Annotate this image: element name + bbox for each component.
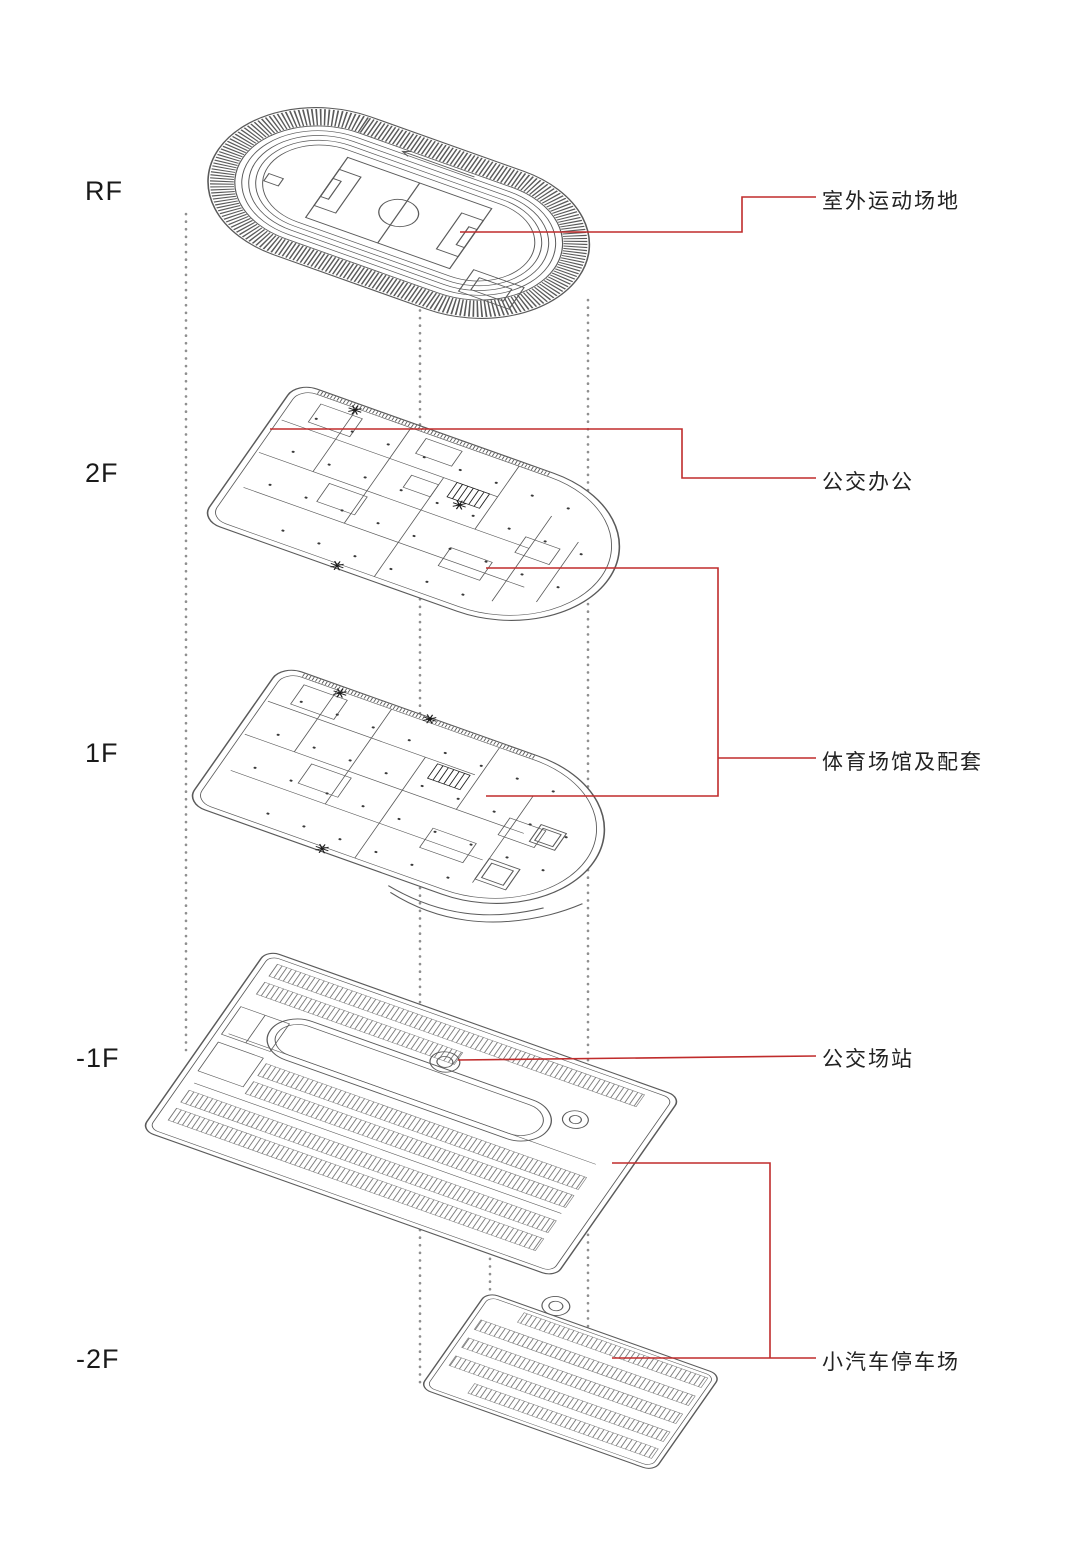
leader-sports-venue-bracket xyxy=(486,567,816,797)
floor-1f-drawing xyxy=(191,669,606,923)
1f-site-road xyxy=(387,885,583,923)
leader-2f-bus-office xyxy=(270,428,816,479)
2f-trees xyxy=(330,405,467,571)
b1f-inner-wall xyxy=(151,957,671,1270)
b2f-ramp-spiral xyxy=(541,1296,571,1316)
1f-rooms xyxy=(290,684,547,864)
track-direction-arrow xyxy=(401,150,475,178)
rooftop-structure-block xyxy=(457,269,525,310)
b1f-side-rooms xyxy=(197,1006,291,1088)
floor-label-b1f: -1F xyxy=(76,1043,120,1073)
2f-escalator-block xyxy=(446,481,491,509)
floor-b2f-drawing xyxy=(422,1294,718,1469)
b2f-stall-rows xyxy=(448,1312,709,1459)
annotation-sports-venue: 体育场馆及配套 xyxy=(822,751,983,774)
1f-inner-wall xyxy=(200,675,598,899)
annotation-bus-terminal: 公交场站 xyxy=(822,1048,914,1071)
parking-stall-rows xyxy=(167,963,645,1252)
ramp-spiral xyxy=(429,1051,461,1073)
2f-rooms xyxy=(307,403,561,581)
1f-escalator-block xyxy=(426,763,471,791)
floor-label-b2f: -2F xyxy=(76,1344,120,1374)
floor-b1f-drawing xyxy=(144,952,678,1275)
leader-b1f-bus-terminal xyxy=(457,1055,817,1061)
stadium-stands-ring xyxy=(210,109,588,317)
floor-rf-drawing xyxy=(207,107,591,319)
1f-partitions xyxy=(230,689,534,883)
2f-inner-wall xyxy=(215,392,613,616)
annotation-bus-office: 公交办公 xyxy=(822,471,914,494)
floor-label-2f: 2F xyxy=(85,458,119,488)
1f-trees xyxy=(315,688,437,854)
1f-columns xyxy=(253,700,568,879)
floor-label-1f: 1F xyxy=(85,738,119,768)
floor-2f-drawing xyxy=(206,386,621,621)
leader-lines xyxy=(270,196,817,1359)
1f-stair-towers xyxy=(474,824,568,891)
leader-car-park-bracket xyxy=(612,1162,816,1359)
soccer-field xyxy=(304,156,493,270)
annotation-car-park: 小汽车停车场 xyxy=(822,1351,960,1374)
rooftop-access-hut xyxy=(263,173,285,187)
b1f-right-ramp-loop xyxy=(561,1110,589,1129)
b2f-inner-wall xyxy=(428,1298,712,1465)
1f-plate-outline xyxy=(191,669,606,904)
annotation-outdoor-sports-field: 室外运动场地 xyxy=(822,190,960,213)
floor-label-rf: RF xyxy=(85,176,123,206)
2f-columns xyxy=(268,417,583,596)
2f-plate-outline xyxy=(206,386,621,621)
bus-loop-road xyxy=(266,1018,552,1142)
leader-rf-outdoor-field xyxy=(460,196,816,233)
